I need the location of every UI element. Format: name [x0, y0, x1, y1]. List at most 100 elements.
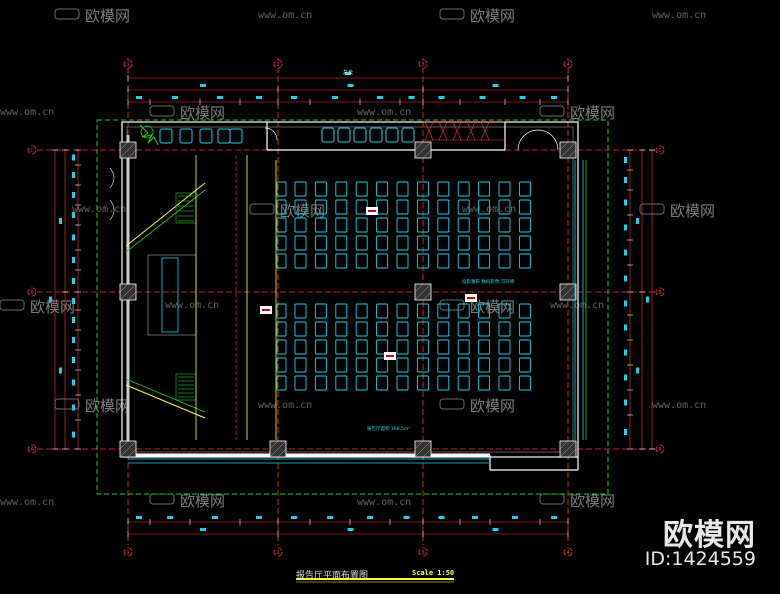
seat — [478, 303, 491, 319]
watermark-brand: 欧模网 — [85, 397, 130, 415]
watermark-sofa-icon — [149, 493, 175, 505]
seat — [396, 375, 409, 391]
watermark-sofa-icon — [54, 398, 80, 410]
seat — [396, 339, 409, 355]
seat — [335, 375, 348, 391]
seat — [518, 199, 531, 215]
axis-bubble — [273, 547, 283, 557]
axis-label: 3 — [422, 550, 425, 556]
sofa-chair — [159, 128, 173, 144]
screen-label: 投影幕布 数码影像 可升降 — [462, 278, 515, 285]
audience-seating — [276, 181, 531, 391]
seat — [396, 181, 409, 197]
seat — [437, 321, 450, 337]
seat — [478, 217, 491, 233]
seat — [276, 321, 287, 337]
axis-bubble — [273, 59, 283, 69]
axis-label: A — [658, 447, 662, 453]
seat — [294, 321, 307, 337]
seat — [437, 303, 450, 319]
seat — [355, 199, 368, 215]
seat — [437, 253, 450, 269]
seat — [518, 375, 531, 391]
seat — [335, 357, 348, 373]
sofa-chair — [321, 127, 335, 143]
axis-bubble — [418, 59, 428, 69]
axis-bubble — [27, 444, 37, 454]
axis-label: 1 — [127, 62, 130, 68]
seat — [314, 217, 327, 233]
seat — [276, 235, 287, 251]
site-boundary — [96, 119, 609, 495]
seat — [376, 181, 389, 197]
axis-label: B — [658, 290, 662, 296]
axis-bubble — [123, 547, 133, 557]
sofa-row — [159, 127, 415, 144]
seat — [276, 303, 287, 319]
seat — [457, 375, 470, 391]
stage — [125, 155, 277, 440]
bottom-window — [128, 458, 490, 464]
seat — [314, 339, 327, 355]
seat — [478, 375, 491, 391]
seat — [294, 235, 307, 251]
seat — [396, 199, 409, 215]
axis-label: 2 — [277, 550, 280, 556]
structural-columns — [119, 141, 577, 458]
seat — [376, 235, 389, 251]
seat — [335, 321, 348, 337]
watermark-brand: 欧模网 — [570, 104, 615, 122]
seat — [416, 181, 429, 197]
axis-bubble — [418, 547, 428, 557]
seat — [498, 303, 511, 319]
axis-bubble — [123, 59, 133, 69]
seat — [457, 303, 470, 319]
seat — [314, 357, 327, 373]
watermark-brand: 欧模网 — [470, 397, 515, 415]
watermark-sofa-icon — [149, 105, 175, 117]
watermark-url: www.om.cn — [652, 10, 706, 21]
seat — [335, 181, 348, 197]
seat — [518, 303, 531, 319]
seat — [335, 235, 348, 251]
seat — [276, 375, 287, 391]
sofa-chair — [353, 127, 367, 143]
watermark-sofa-icon — [249, 203, 275, 215]
axis-label: 1 — [127, 550, 130, 556]
watermark-brand: 欧模网 — [85, 7, 130, 25]
seat — [314, 199, 327, 215]
seat — [416, 357, 429, 373]
seat — [335, 339, 348, 355]
seat — [294, 217, 307, 233]
seat — [355, 303, 368, 319]
watermark-brand: 欧模网 — [470, 7, 515, 25]
seat — [416, 235, 429, 251]
site-logo: 欧模网 — [663, 518, 756, 553]
watermark-brand: 欧模网 — [570, 492, 615, 510]
watermark-url: www.om.cn — [357, 497, 411, 508]
seat — [294, 253, 307, 269]
watermark-sofa-icon — [439, 299, 465, 311]
seat — [314, 303, 327, 319]
seat — [437, 181, 450, 197]
seat — [518, 253, 531, 269]
seat — [457, 217, 470, 233]
axis-label: C — [30, 148, 34, 154]
right-window — [574, 160, 587, 440]
seat — [376, 253, 389, 269]
seat — [416, 339, 429, 355]
watermark-url: www.om.cn — [165, 300, 219, 311]
seat — [416, 199, 429, 215]
seat — [518, 357, 531, 373]
axis-label: C — [658, 148, 662, 154]
watermark-url: www.om.cn — [357, 107, 411, 118]
seat — [437, 235, 450, 251]
top-railing — [422, 121, 505, 141]
seat — [396, 235, 409, 251]
seat — [416, 303, 429, 319]
seat — [314, 375, 327, 391]
seat — [518, 217, 531, 233]
watermark-brand: 欧模网 — [30, 298, 75, 316]
seat — [478, 321, 491, 337]
watermark-url: www.om.cn — [0, 107, 54, 118]
